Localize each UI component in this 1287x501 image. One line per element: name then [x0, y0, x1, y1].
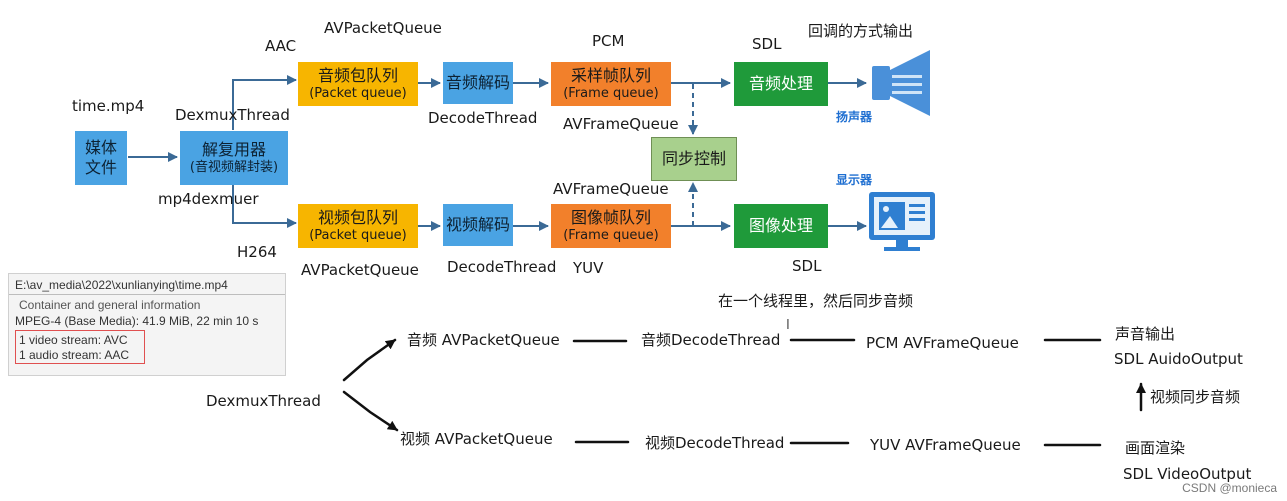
audio-decode-box: 音频解码	[443, 62, 513, 104]
label-sdl-bottom: SDL	[792, 257, 822, 275]
arrow-demuxer-to-audio-queue	[232, 75, 297, 130]
media-file-line1: 媒体	[84, 138, 117, 157]
video-packet-queue-box: 视频包队列 (Packet queue)	[298, 204, 418, 248]
monitor-icon	[869, 192, 935, 251]
media-info-streams-highlight: 1 video stream: AVC 1 audio stream: AAC	[15, 330, 145, 364]
bottom-render: 画面渲染	[1125, 439, 1186, 457]
sample-frame-sub: (Frame queue)	[563, 85, 659, 101]
sample-frame-title: 采样帧队列	[570, 65, 651, 85]
label-decodethread-bottom: DecodeThread	[447, 258, 557, 276]
bottom-audio-decode-thread: 音频DecodeThread	[641, 331, 781, 349]
label-speaker: 扬声器	[836, 110, 873, 124]
text-cursor-icon: I	[786, 318, 790, 333]
media-info-audio-stream: 1 audio stream: AAC	[19, 348, 130, 362]
bottom-pcm-frame-queue: PCM AVFrameQueue	[866, 334, 1019, 352]
label-avframequeue-top: AVFrameQueue	[563, 115, 679, 133]
sync-control-box: 同步控制	[651, 137, 737, 181]
sync-control-title: 同步控制	[661, 149, 726, 168]
label-callback-output: 回调的方式输出	[808, 22, 914, 40]
label-display: 显示器	[836, 173, 873, 187]
label-sdl-top: SDL	[752, 35, 782, 53]
bottom-sdl-audio-output: SDL AuidoOutput	[1114, 350, 1243, 368]
bottom-video-sync-audio: 视频同步音频	[1150, 388, 1241, 406]
watermark: CSDN @monieca	[1182, 481, 1277, 495]
audio-packet-sub: (Packet queue)	[309, 85, 407, 101]
label-avpacketqueue-bottom: AVPacketQueue	[301, 261, 419, 279]
demuxer-title: 解复用器	[201, 139, 266, 159]
label-decodethread-top: DecodeThread	[428, 109, 538, 127]
image-frame-queue-box: 图像帧队列 (Frame queue)	[551, 204, 671, 248]
bottom-dexmux-thread: DexmuxThread	[206, 392, 321, 410]
media-info-header: Container and general information	[19, 298, 201, 312]
label-pcm: PCM	[592, 32, 625, 50]
bottom-yuv-frame-queue: YUV AVFrameQueue	[870, 436, 1021, 454]
media-info-separator	[9, 294, 285, 295]
sample-frame-queue-box: 采样帧队列 (Frame queue)	[551, 62, 671, 106]
demuxer-box: 解复用器 (音视频解封装)	[180, 131, 288, 185]
arrow-demuxer-to-video-queue	[232, 185, 297, 228]
label-h264: H264	[237, 243, 277, 261]
bottom-sdl-video-output: SDL VideoOutput	[1123, 465, 1252, 483]
bottom-video-packet-queue: 视频 AVPacketQueue	[400, 430, 553, 448]
video-decode-title: 视频解码	[445, 215, 510, 234]
audio-decode-title: 音频解码	[445, 73, 510, 92]
label-avpacketqueue-top: AVPacketQueue	[324, 19, 442, 37]
audio-process-box: 音频处理	[734, 62, 828, 106]
bottom-sound-output: 声音输出	[1115, 325, 1176, 343]
audio-process-title: 音频处理	[748, 74, 813, 93]
label-yuv: YUV	[573, 259, 604, 277]
label-avframequeue-mid: AVFrameQueue	[553, 180, 669, 198]
video-packet-title: 视频包队列	[317, 207, 398, 227]
media-info-video-stream: 1 video stream: AVC	[19, 333, 128, 347]
video-decode-box: 视频解码	[443, 204, 513, 246]
media-file-line2: 文件	[84, 158, 117, 177]
label-single-thread-note: 在一个线程里，然后同步音频	[718, 292, 914, 310]
video-packet-sub: (Packet queue)	[309, 227, 407, 243]
image-process-box: 图像处理	[734, 204, 828, 248]
label-aac: AAC	[265, 37, 297, 55]
label-time-mp4: time.mp4	[72, 97, 145, 115]
media-info-format: MPEG-4 (Base Media): 41.9 MiB, 22 min 10…	[15, 314, 259, 328]
image-frame-sub: (Frame queue)	[563, 227, 659, 243]
speaker-icon	[872, 50, 930, 116]
bottom-video-decode-thread: 视频DecodeThread	[645, 434, 785, 452]
media-info-panel: E:\av_media\2022\xunlianying\time.mp4 Co…	[8, 273, 286, 376]
audio-packet-queue-box: 音频包队列 (Packet queue)	[298, 62, 418, 106]
arrow-dexmux-to-audio	[342, 338, 397, 382]
media-info-path: E:\av_media\2022\xunlianying\time.mp4	[15, 278, 228, 292]
image-frame-title: 图像帧队列	[570, 207, 651, 227]
arrow-dexmux-to-video	[342, 390, 399, 432]
label-mp4dexmuer: mp4dexmuer	[158, 190, 259, 208]
bottom-audio-packet-queue: 音频 AVPacketQueue	[407, 331, 560, 349]
label-dexmux-thread: DexmuxThread	[175, 106, 290, 124]
image-process-title: 图像处理	[748, 216, 813, 235]
media-file-box: 媒体 文件	[75, 131, 127, 185]
audio-packet-title: 音频包队列	[317, 65, 398, 85]
demuxer-sub: (音视频解封装)	[189, 159, 279, 175]
